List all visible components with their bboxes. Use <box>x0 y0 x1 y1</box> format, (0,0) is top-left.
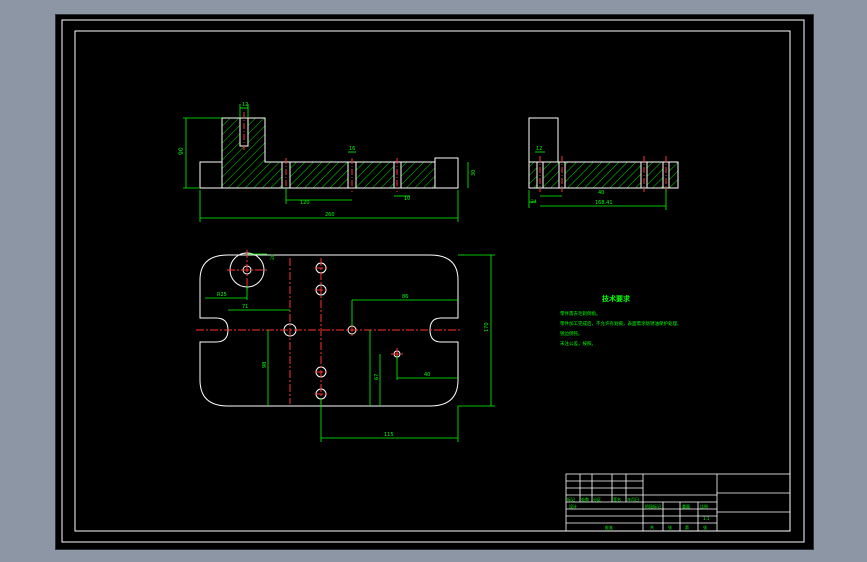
tb-label-sign: 签名 <box>613 496 621 502</box>
tech-title: 技术要求 <box>602 294 631 303</box>
inner-border <box>74 30 791 532</box>
dim-front-hole-spacing: 16 <box>349 146 355 152</box>
tb-label-mark: 标记 <box>567 496 575 502</box>
drawing-sheet <box>55 14 814 550</box>
tech-line-3: 锐边倒钝。 <box>560 330 583 337</box>
tech-line-2: 零件加工完成后，不允许有划痕，表面需涂防锈油保护处理。 <box>560 320 682 327</box>
side-view: 12 40 24 168.41 <box>528 117 679 210</box>
tb-label-weight: 重量 <box>682 503 690 509</box>
front-view: 90 12 30 16 120 10 260 <box>178 102 477 222</box>
dim-plan-hole-row: 86 <box>402 294 408 300</box>
dim-plan-small-hole: 40 <box>424 372 430 378</box>
dim-plan-corner-dia: 20 <box>270 254 276 260</box>
tb-label-stage: 阶段标记 <box>645 503 661 509</box>
dim-side-length: 168.41 <box>595 200 613 206</box>
tb-label-scale: 比例 <box>700 503 708 509</box>
plan-outline <box>199 254 459 407</box>
dim-plan-vertical-1: 98 <box>262 362 268 368</box>
dim-plan-width: 170 <box>484 322 490 332</box>
tb-label-sheet: 张 <box>703 524 707 530</box>
tb-label-date: 年月日 <box>627 496 639 502</box>
tech-line-4: 未注公差，按照。 <box>560 340 596 347</box>
dim-front-height: 90 <box>178 147 185 155</box>
dim-front-hole-offset: 120 <box>300 200 310 206</box>
dim-side-flange: 24 <box>531 199 537 205</box>
tech-line-1: 零件需去毛刺倒角。 <box>560 310 601 317</box>
dim-front-length: 260 <box>325 212 335 218</box>
tb-label-total: 共 <box>650 524 654 530</box>
dim-plan-bottom-length: 115 <box>384 432 394 438</box>
dim-side-hole-offset: 40 <box>598 190 604 196</box>
dim-plan-vertical-2: 67 <box>374 374 380 380</box>
tb-label-count: 处数 <box>581 496 589 502</box>
tb-label-sheets: 张 <box>668 524 672 530</box>
dim-plan-left-offset: 71 <box>242 304 248 310</box>
front-body-section <box>199 117 459 189</box>
tb-label-approve: 批准 <box>605 524 613 530</box>
dim-side-slot: 12 <box>536 146 542 152</box>
outer-border <box>61 19 805 543</box>
dim-front-hole-dia: 10 <box>404 196 410 202</box>
tb-label-zone: 分区 <box>593 496 601 502</box>
title-block <box>565 473 791 532</box>
dim-plan-corner-radius: R25 <box>217 292 227 298</box>
tb-label-design: 设计 <box>569 503 577 509</box>
dim-front-base: 30 <box>471 170 477 176</box>
tech-requirements: 技术要求 零件需去毛刺倒角。 零件加工完成后，不允许有划痕，表面需涂防锈油保护处… <box>560 294 682 347</box>
title-block-text: 标记 处数 分区 签名 年月日 设计 阶段标记 重量 比例 1:1 批准 共 张… <box>567 496 710 530</box>
plan-view: 20 R25 71 86 98 67 40 170 115 <box>196 250 495 442</box>
side-upright <box>528 117 559 163</box>
side-flange-section <box>528 161 679 189</box>
front-left-step <box>199 161 223 189</box>
tb-label-sheet-no: 第 <box>685 524 689 530</box>
front-right-step <box>434 157 459 189</box>
dim-front-slot: 12 <box>242 102 248 108</box>
tb-scale-value: 1:1 <box>703 516 710 521</box>
